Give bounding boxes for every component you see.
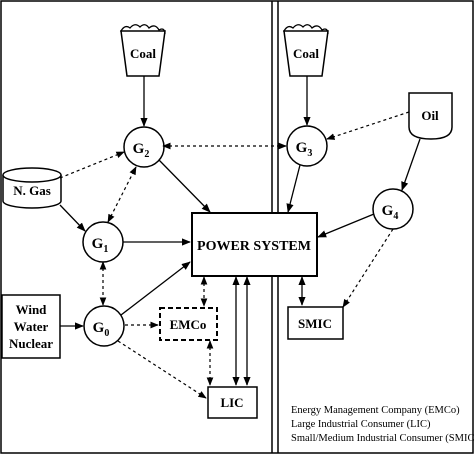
- g4-base: G: [382, 203, 394, 219]
- g2-base: G: [133, 141, 145, 157]
- renewables-label-2: Nuclear: [9, 336, 53, 351]
- g1-sub: 1: [103, 244, 108, 255]
- edge-gas-g1: [59, 204, 86, 232]
- edge-gas-g2: [59, 151, 125, 179]
- generator-g2: G2: [123, 126, 165, 168]
- g3-base: G: [296, 140, 308, 156]
- g1-base: G: [92, 236, 104, 252]
- generator-g1: G1: [82, 221, 124, 263]
- gas-node: N. Gas: [2, 167, 62, 209]
- smic-node: SMIC: [287, 306, 344, 340]
- legend: Energy Management Company (EMCo) Large I…: [291, 405, 474, 444]
- generator-g3: G3: [286, 125, 328, 167]
- coal-right-node: Coal: [282, 24, 329, 77]
- edge-g4-smic: [342, 228, 394, 308]
- gas-label: N. Gas: [13, 183, 51, 198]
- generator-g0: G0: [83, 305, 125, 347]
- edge-g4-ps: [317, 213, 375, 238]
- lic-node: LIC: [207, 386, 258, 419]
- coal-right-label: Coal: [293, 46, 319, 61]
- oil-node: Oil: [408, 92, 453, 140]
- oil-label: Oil: [421, 108, 439, 123]
- g0-base: G: [93, 320, 105, 336]
- coal-left-node: Coal: [119, 24, 166, 77]
- edge-oil-g3: [326, 111, 410, 140]
- generator-g4: G4: [372, 188, 414, 230]
- renewables-label-0: Wind: [16, 302, 48, 317]
- svg-text:G1: G1: [92, 236, 109, 255]
- g0-sub: 0: [104, 328, 109, 339]
- lic-label: LIC: [220, 395, 243, 410]
- g4-sub: 4: [393, 211, 398, 222]
- g2-sub: 2: [144, 149, 149, 160]
- coal-left-label: Coal: [130, 46, 156, 61]
- g3-sub: 3: [307, 148, 312, 159]
- edge-g0-ps: [120, 261, 191, 316]
- emco-node: EMCo: [159, 307, 218, 341]
- edge-g3-ps: [286, 164, 301, 213]
- legend-lic: Large Industrial Consumer (LIC): [291, 419, 431, 430]
- renewables-node: Wind Water Nuclear: [1, 294, 61, 359]
- emco-label: EMCo: [170, 317, 207, 332]
- power-system-node: POWER SYSTEM: [191, 212, 318, 277]
- legend-smic: Small/Medium Industrial Consumer (SMIC): [291, 433, 474, 444]
- svg-text:G0: G0: [93, 320, 110, 339]
- edge-g0-lic: [117, 340, 207, 399]
- edge-oil-g4: [401, 138, 421, 191]
- smic-label: SMIC: [298, 316, 332, 331]
- renewables-label-1: Water: [14, 319, 49, 334]
- svg-text:G4: G4: [382, 203, 399, 222]
- power-system-label: POWER SYSTEM: [197, 239, 311, 254]
- edge-g1-g2: [107, 166, 137, 223]
- legend-emco: Energy Management Company (EMCo): [291, 405, 460, 416]
- svg-text:G3: G3: [296, 140, 313, 159]
- svg-text:G2: G2: [133, 141, 150, 160]
- edge-g2-ps: [158, 159, 211, 213]
